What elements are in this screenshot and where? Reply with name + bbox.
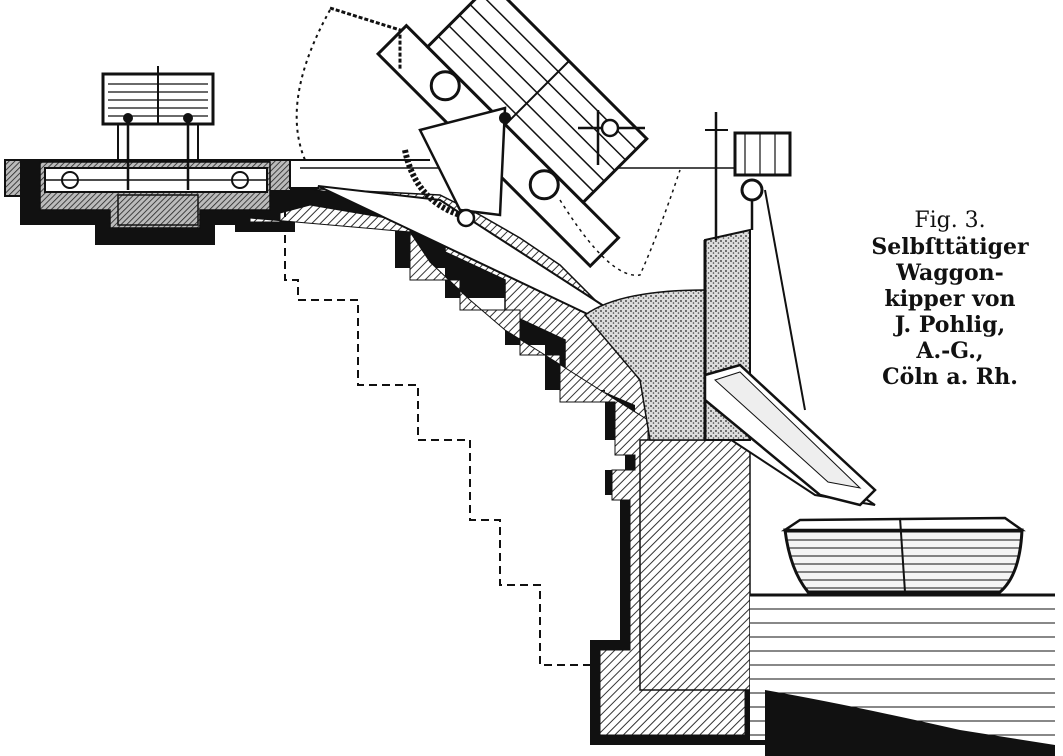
figure-number: Fig. 3. (914, 208, 986, 233)
foundation-dashed-line (284, 196, 590, 666)
control-post (578, 110, 728, 240)
caption-line-3: kipper von (884, 286, 1016, 312)
turntable-pit (20, 160, 290, 245)
discharge-chute (703, 363, 877, 507)
caption-line-6: Cöln a. Rh. (882, 364, 1018, 390)
caption-line-5: A.-G., (916, 338, 984, 364)
wagon-on-turntable (101, 66, 215, 190)
winch-house (733, 131, 806, 411)
sea-bed (765, 690, 1055, 756)
hoist-chain (329, 6, 402, 70)
figure-caption: Fig. 3. Selbſttätiger Waggon- kipper von… (850, 208, 1050, 390)
return-arc (559, 169, 681, 276)
toothed-quadrant (402, 106, 511, 228)
barge (780, 516, 1026, 594)
swing-arc (295, 9, 331, 161)
caption-line-1: Selbſttätiger (871, 234, 1029, 260)
caption-line-2: Waggon- (896, 260, 1004, 286)
caption-line-4: J. Pohlig, (894, 312, 1006, 338)
